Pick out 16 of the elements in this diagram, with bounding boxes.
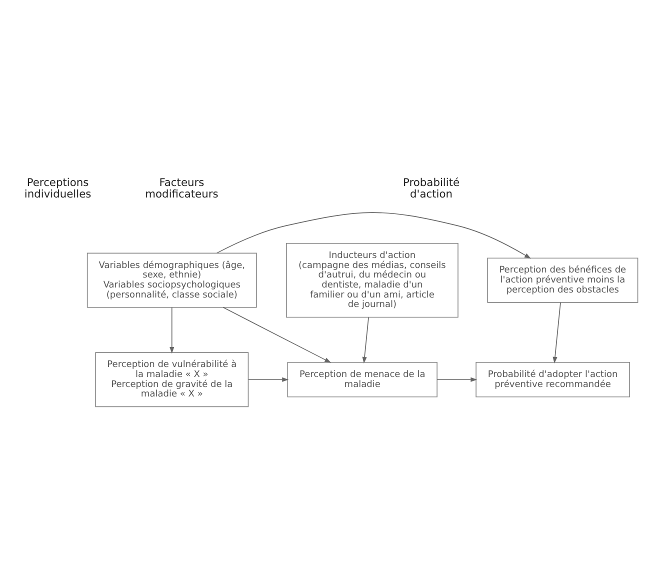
arrow xyxy=(436,376,478,382)
arrow xyxy=(216,212,532,258)
node-box: Perception de menace de la maladie xyxy=(287,361,438,397)
label: Facteurs modificateurs xyxy=(145,176,218,200)
node-box: Variables démographiques (âge, sexe, ethnie) Variables sociopsychologiques (personnalité, classe sociale) xyxy=(86,252,257,308)
arrow xyxy=(248,376,289,382)
arrow xyxy=(552,302,561,363)
node-box: Perception des bénéfices de l'action préventive moins la perception des obstacles xyxy=(487,257,638,302)
node-box: Inducteurs d'action (campagne des médias, conseils d'autrui, du médecin ou dentiste, maladie d'un familier ou d'un ami, article de journal) xyxy=(286,242,458,318)
label: Probabilité d'action xyxy=(403,176,460,200)
node-box: Probabilité d'adopter l'action préventive recommandée xyxy=(476,361,630,397)
label: Perceptions individuelles xyxy=(24,176,92,200)
arrow xyxy=(170,306,174,354)
arrow xyxy=(362,316,369,364)
arrow xyxy=(222,306,332,362)
node-box: Perception de vulnérabilité à la maladie « X » Perception de gravité de la maladie « X » xyxy=(95,352,249,407)
